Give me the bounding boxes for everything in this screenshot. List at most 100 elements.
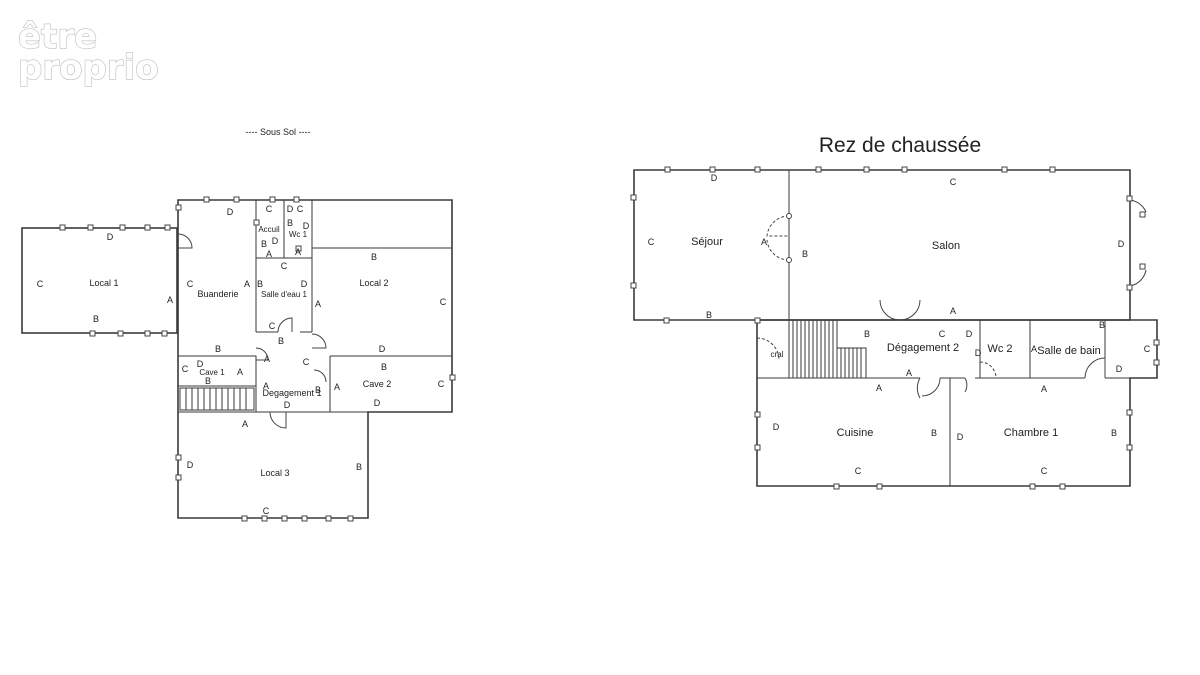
room-label-sejour: Séjour: [691, 236, 723, 248]
wall-letter: D: [966, 329, 973, 339]
wall-letter: D: [711, 173, 718, 183]
wall-letter: C: [303, 357, 310, 367]
wall-letter: C: [939, 329, 946, 339]
ground-partitions: [757, 320, 1130, 486]
wall-letter: C: [37, 279, 44, 289]
wall-letter: B: [356, 462, 362, 472]
room-label-chambre-1: Chambre 1: [1004, 427, 1058, 439]
wall-letter: C: [266, 204, 273, 214]
basement-windows: [59, 196, 456, 522]
wall-letter: B: [802, 249, 808, 259]
ground-doors: [756, 199, 1147, 399]
wall-letter: B: [706, 310, 712, 320]
ground-windows: [630, 166, 1160, 490]
room-label-salle-de-bain: Salle de bain: [1037, 345, 1101, 357]
logo-line-1: être: [18, 17, 97, 57]
wall-letter: B: [257, 279, 263, 289]
wall-letter: D: [374, 398, 381, 408]
wall-letter: B: [205, 376, 211, 386]
wall-letter: B: [1099, 320, 1105, 330]
wall-letter: A: [876, 383, 882, 393]
wall-letter: D: [301, 279, 308, 289]
wall-letter: B: [287, 218, 293, 228]
ground-floor-plan: Rez de chaussée: [630, 134, 1160, 490]
wall-letter: D: [284, 400, 291, 410]
ground-wall-letters: D C A B C B D A B C A D D A B C D A D B …: [648, 173, 1151, 476]
room-label-local-2: Local 2: [359, 278, 388, 288]
wall-letter: D: [287, 204, 294, 214]
wall-letter: C: [440, 297, 447, 307]
wall-letter: B: [93, 314, 99, 324]
wall-letter: B: [261, 239, 267, 249]
wall-letter: D: [957, 432, 964, 442]
wall-letter: A: [950, 306, 956, 316]
wall-letter: B: [381, 362, 387, 372]
room-label-local-1: Local 1: [89, 278, 118, 288]
wall-letter: C: [950, 177, 957, 187]
wall-letter: B: [371, 252, 377, 262]
wall-letter: C: [263, 506, 270, 516]
basement-plan: ---- Sous Sol ----: [21, 127, 456, 522]
wall-letter: C: [297, 204, 304, 214]
wall-letter: A: [761, 237, 767, 247]
wall-letter: B: [864, 329, 870, 339]
wall-letter: B: [278, 336, 284, 346]
wall-letter: A: [906, 368, 912, 378]
wall-letter: C: [855, 466, 862, 476]
basement-partitions-lower: [178, 355, 452, 413]
ground-floor-title: Rez de chaussée: [819, 134, 981, 157]
wall-letter: D: [197, 359, 204, 369]
wall-letter: C: [1041, 466, 1048, 476]
wall-letter: A: [295, 247, 301, 257]
wall-letter: C: [438, 379, 445, 389]
wall-letter: C: [1144, 344, 1151, 354]
wall-letter: D: [107, 232, 114, 242]
wall-letter: C: [269, 321, 276, 331]
logo-line-2: proprio: [18, 48, 159, 88]
room-label-degagement-1: Degagement 1: [262, 388, 321, 398]
basement-wall-letters: D C A B D C A B C B D A D C B D A C B D …: [37, 204, 447, 516]
wall-letter: A: [242, 419, 248, 429]
wall-letter: D: [187, 460, 194, 470]
wall-letter: C: [281, 261, 288, 271]
wall-letter: D: [272, 236, 279, 246]
wall-letter: A: [334, 382, 340, 392]
wall-letter: D: [1116, 364, 1123, 374]
wall-letter: A: [1031, 344, 1037, 354]
wall-letter: D: [379, 344, 386, 354]
wall-letter: B: [1111, 428, 1117, 438]
wall-letter: D: [975, 348, 982, 358]
room-label-local-3: Local 3: [260, 468, 289, 478]
room-label-salle-eau-1: Salle d'eau 1: [261, 290, 308, 299]
wall-letter: A: [263, 381, 269, 391]
room-label-wc-2: Wc 2: [987, 343, 1012, 355]
wall-letter: A: [237, 367, 243, 377]
room-label-buanderie: Buanderie: [197, 289, 238, 299]
room-label-cave-1: Cave 1: [199, 368, 225, 377]
wall-letter: B: [215, 344, 221, 354]
room-label-cuisine: Cuisine: [837, 427, 874, 439]
room-label-cave-2: Cave 2: [363, 379, 392, 389]
room-label-wc-1: Wc 1: [289, 230, 308, 239]
label-cral: cral: [771, 350, 784, 359]
ground-room-labels: Séjour Salon Dégagement 2 Wc 2 Salle de …: [691, 236, 1101, 439]
wall-letter: D: [227, 207, 234, 217]
room-label-degagement-2: Dégagement 2: [887, 342, 959, 354]
wall-letter: A: [1041, 384, 1047, 394]
wall-letter: A: [315, 299, 321, 309]
wall-letter: A: [244, 279, 250, 289]
basement-title: ---- Sous Sol ----: [246, 127, 311, 137]
room-label-accueil: Accuil: [258, 225, 280, 234]
wall-letter: A: [264, 354, 270, 364]
wall-letter: D: [773, 422, 780, 432]
basement-stairs: [179, 387, 255, 411]
wall-letter: B: [315, 385, 321, 395]
local1-walls: [21, 227, 178, 334]
wall-letter: A: [167, 295, 173, 305]
basement-partitions: [255, 200, 452, 333]
wall-letter: C: [187, 279, 194, 289]
wall-letter: D: [303, 221, 310, 231]
room-label-salon: Salon: [932, 240, 960, 252]
ground-stairs: [788, 320, 867, 378]
